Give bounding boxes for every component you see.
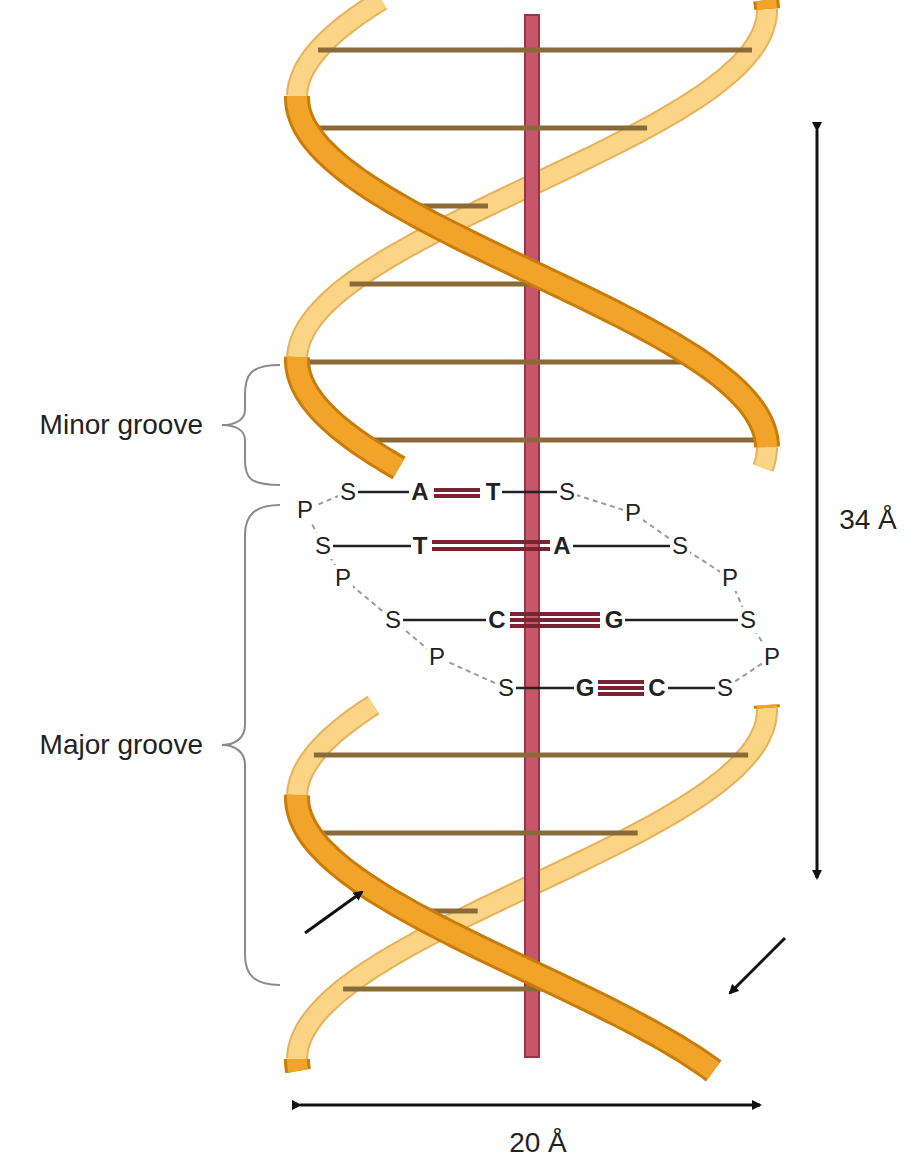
dimension-label: 20 Å [507, 1128, 569, 1159]
phosphate-label: P [333, 565, 353, 591]
sugar-label: S [738, 607, 758, 633]
sugar-label: S [313, 533, 333, 559]
base-pair-rung [314, 753, 748, 758]
groove-label: Minor groove [40, 410, 203, 441]
helix-ribbon [754, 705, 780, 708]
base-label: T [484, 479, 503, 505]
helix-ribbon [297, 1059, 298, 1071]
helix-ribbon [297, 357, 399, 468]
base-rungs [297, 50, 767, 989]
sugar-label: S [670, 533, 690, 559]
phosphate-label: P [623, 500, 643, 526]
base-label: G [603, 607, 626, 633]
helix-ribbon [297, 705, 373, 795]
helix-ribbon [297, 1059, 298, 1071]
base-pair-rung [297, 360, 701, 365]
base-label: C [646, 675, 667, 701]
groove-label: Major groove [40, 730, 203, 761]
sugar-label: S [383, 607, 403, 633]
phosphate-label: P [295, 497, 315, 523]
helix-ribbon [297, 96, 767, 447]
sugar-label: S [557, 479, 577, 505]
base-label: T [411, 533, 430, 559]
phosphate-label: P [720, 565, 740, 591]
dimension-label: 34 Å [837, 505, 899, 536]
dimension-arrows [300, 130, 817, 1105]
helix-ribbon [297, 795, 714, 1071]
base-label: C [486, 607, 507, 633]
base-pair-rung [306, 126, 647, 131]
helix-ribbon [297, 96, 767, 447]
sugar-label: S [715, 675, 735, 701]
sugar-label: S [496, 675, 516, 701]
helix-front [297, 0, 767, 1071]
base-label: A [551, 533, 572, 559]
groove-brackets [222, 365, 280, 985]
base-pair-rung [309, 831, 638, 836]
helix-ribbon [756, 0, 777, 9]
phosphate-label: P [762, 644, 782, 670]
helix-ribbon [297, 357, 399, 468]
base-label: G [574, 675, 597, 701]
base-pair-rung [318, 48, 752, 53]
helix-ribbon [757, 705, 777, 708]
helix-ribbon [763, 447, 767, 468]
base-pair-rung [355, 438, 767, 443]
phosphate-label: P [427, 644, 447, 670]
sugar-label: S [338, 479, 358, 505]
helix-ribbon [297, 795, 714, 1071]
helix-ribbon [297, 705, 373, 795]
hydrogen-bonds [432, 490, 644, 694]
helix-ribbon [753, 0, 780, 9]
helix-axis [525, 15, 539, 1057]
backbone-dashes [305, 492, 772, 688]
base-label: A [409, 479, 430, 505]
sugar-base-bonds [323, 492, 748, 688]
helix-ribbon [763, 447, 767, 468]
